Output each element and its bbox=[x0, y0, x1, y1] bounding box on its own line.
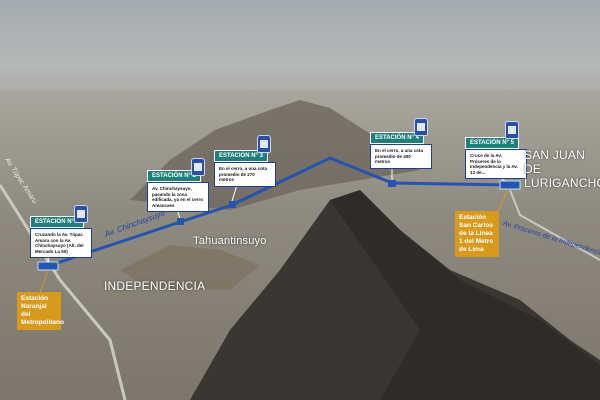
hill-independencia bbox=[120, 245, 260, 290]
connection-label-san-carlos: Estación San Carlos de la Línea 1 del Me… bbox=[455, 211, 499, 257]
station-title: ESTACIÓN N° 1 bbox=[30, 216, 84, 228]
station-marker-5[interactable] bbox=[499, 180, 521, 190]
station-description: Av. Chinchaysuyo, pasando la zona edific… bbox=[147, 182, 209, 212]
cable-car-line bbox=[47, 156, 511, 268]
station-description: En el cerro, a una cota promedio de 400 … bbox=[370, 144, 432, 169]
cable-car-cabin-icon bbox=[505, 121, 519, 139]
cable-car-cabin-icon bbox=[414, 118, 428, 136]
station-description: Cruzando la Av. Túpac Amaru con la Av. C… bbox=[30, 228, 92, 258]
cable-car-cabin-icon bbox=[74, 205, 88, 223]
station-title: ESTACIÓN N° 5 bbox=[465, 137, 519, 149]
connection-pointer-naranjal bbox=[39, 269, 49, 294]
station-marker-4[interactable] bbox=[388, 180, 396, 187]
station-title: ESTACIÓN N° 3 bbox=[214, 150, 268, 162]
road-proceres bbox=[509, 189, 600, 261]
station-marker-1[interactable] bbox=[37, 261, 59, 271]
station-callout-5: ESTACIÓN N° 5 Cruce de la Av. Próceres d… bbox=[465, 131, 527, 179]
station-callout-3: ESTACIÓN N° 3 En el cerro, a una cota pr… bbox=[214, 144, 276, 187]
station-marker-3[interactable] bbox=[229, 201, 236, 208]
station-description: En el cerro, a una cota promedio de 270 … bbox=[214, 162, 276, 187]
station-description: Cruce de la Av. Próceres de la Independe… bbox=[465, 149, 527, 179]
cable-car-cabin-icon bbox=[257, 135, 271, 153]
cable-car-cabin-icon bbox=[191, 158, 205, 176]
station-callout-2: ESTACIÓN N° 2 Av. Chinchaysuyo, pasando … bbox=[147, 164, 209, 212]
station-title: ESTACIÓN N° 2 bbox=[147, 170, 201, 182]
station-marker-2[interactable] bbox=[177, 218, 184, 225]
connection-pointer-sancarlos bbox=[497, 188, 509, 213]
station-callout-1: ESTACIÓN N° 1 Cruzando la Av. Túpac Amar… bbox=[30, 210, 92, 258]
district-label-sjl: SAN JUAN DE LURIGANCHO bbox=[524, 148, 600, 190]
station-title: ESTACIÓN N° 4 bbox=[370, 132, 424, 144]
sky bbox=[0, 0, 600, 95]
connection-label-naranjal: Estación Naranjal del Metropolitano bbox=[17, 292, 64, 330]
district-label-tahuantinsuyo: Tahuantinsuyo bbox=[193, 235, 267, 247]
district-label-independencia: INDEPENDENCIA bbox=[104, 279, 206, 293]
mountain-shadow bbox=[330, 190, 600, 400]
station-callout-4: ESTACIÓN N° 4 En el cerro, a una cota pr… bbox=[370, 126, 432, 169]
